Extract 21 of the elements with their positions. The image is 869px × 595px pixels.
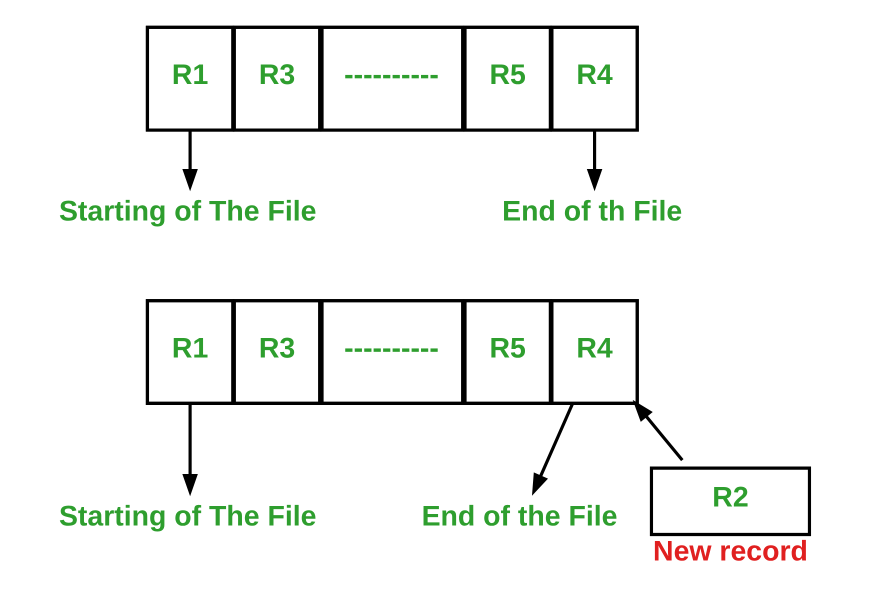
node-box: R1 bbox=[145, 299, 234, 405]
node-box: ---------- bbox=[320, 26, 464, 132]
node-text: End of th File bbox=[502, 196, 682, 228]
node-box: R4 bbox=[550, 299, 638, 405]
arrow bbox=[632, 400, 684, 462]
node-box: R1 bbox=[145, 26, 234, 132]
node-box: R5 bbox=[462, 26, 552, 132]
arrow bbox=[586, 130, 602, 192]
arrow bbox=[182, 130, 198, 192]
node-box: ---------- bbox=[320, 299, 464, 405]
node-text: End of the File bbox=[421, 500, 617, 533]
node-box: R3 bbox=[232, 299, 321, 405]
node-box: R5 bbox=[462, 299, 552, 405]
node-text: Starting of The File bbox=[58, 500, 316, 533]
arrow bbox=[531, 402, 574, 496]
node-label: New record bbox=[652, 535, 808, 568]
arrow bbox=[182, 404, 198, 496]
node-box: R2 bbox=[649, 466, 811, 536]
node-box: R3 bbox=[232, 26, 321, 132]
node-text: Starting of The File bbox=[58, 196, 316, 228]
node-box: R4 bbox=[550, 26, 638, 132]
